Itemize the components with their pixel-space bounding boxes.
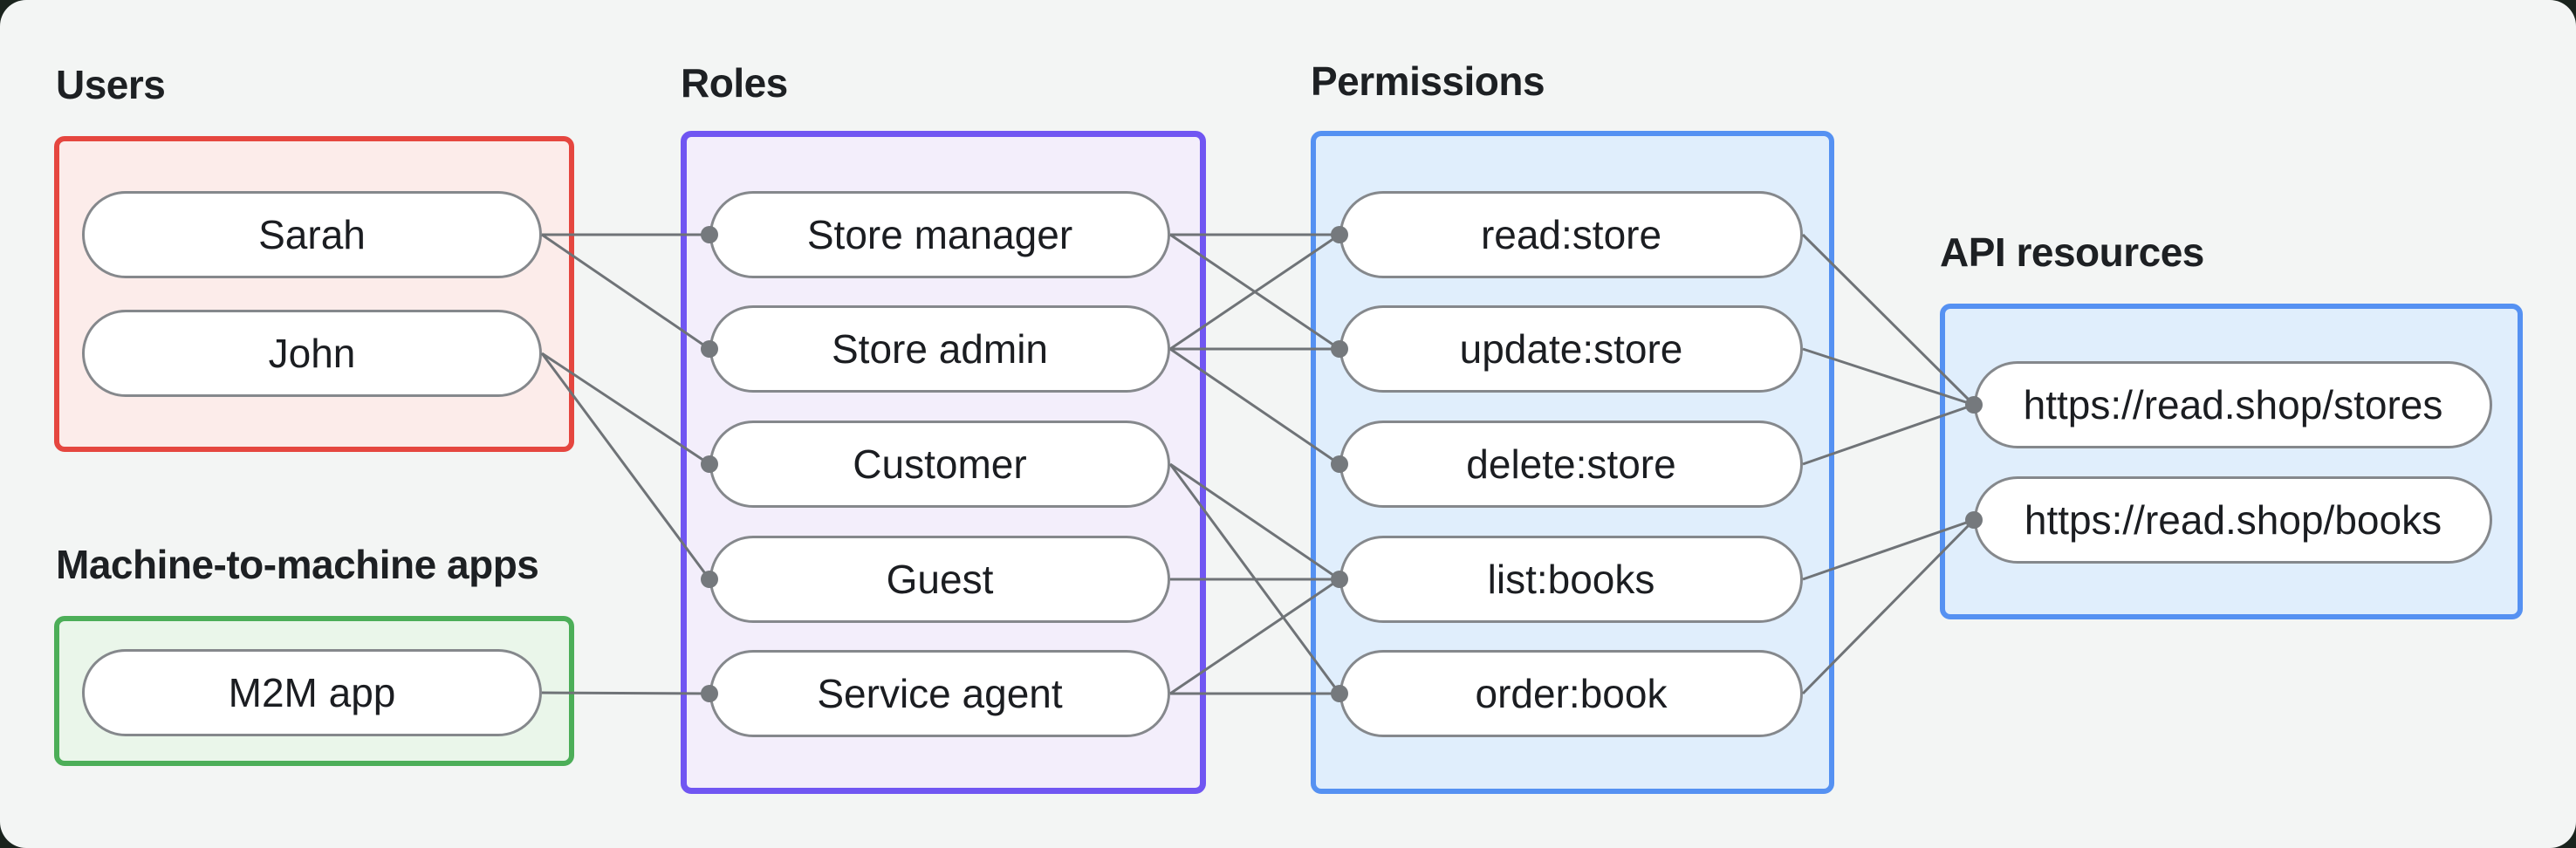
node-api-resource-books: https://read.shop/books: [1974, 476, 2492, 564]
node-m2m-app: M2M app: [82, 649, 542, 736]
node-api-resource-stores: https://read.shop/stores: [1974, 361, 2492, 448]
node-role-store-admin: Store admin: [709, 305, 1170, 393]
users-group-label: Users: [56, 62, 166, 107]
node-user-john: John: [82, 310, 542, 397]
m2m-apps-group-label: Machine-to-machine apps: [56, 542, 539, 587]
api-resources-group-label: API resources: [1940, 229, 2204, 275]
node-permission-update-store: update:store: [1339, 305, 1803, 393]
node-permission-read-store: read:store: [1339, 191, 1803, 278]
roles-group-label: Roles: [681, 60, 788, 106]
api-resources-group-box: [1940, 304, 2523, 619]
node-user-sarah: Sarah: [82, 191, 542, 278]
node-role-store-manager: Store manager: [709, 191, 1170, 278]
node-role-customer: Customer: [709, 421, 1170, 508]
node-role-guest: Guest: [709, 536, 1170, 623]
permissions-group-label: Permissions: [1311, 58, 1545, 104]
node-role-service-agent: Service agent: [709, 650, 1170, 737]
node-permission-list-books: list:books: [1339, 536, 1803, 623]
node-permission-order-book: order:book: [1339, 650, 1803, 737]
users-group-box: [54, 136, 574, 452]
node-permission-delete-store: delete:store: [1339, 421, 1803, 508]
